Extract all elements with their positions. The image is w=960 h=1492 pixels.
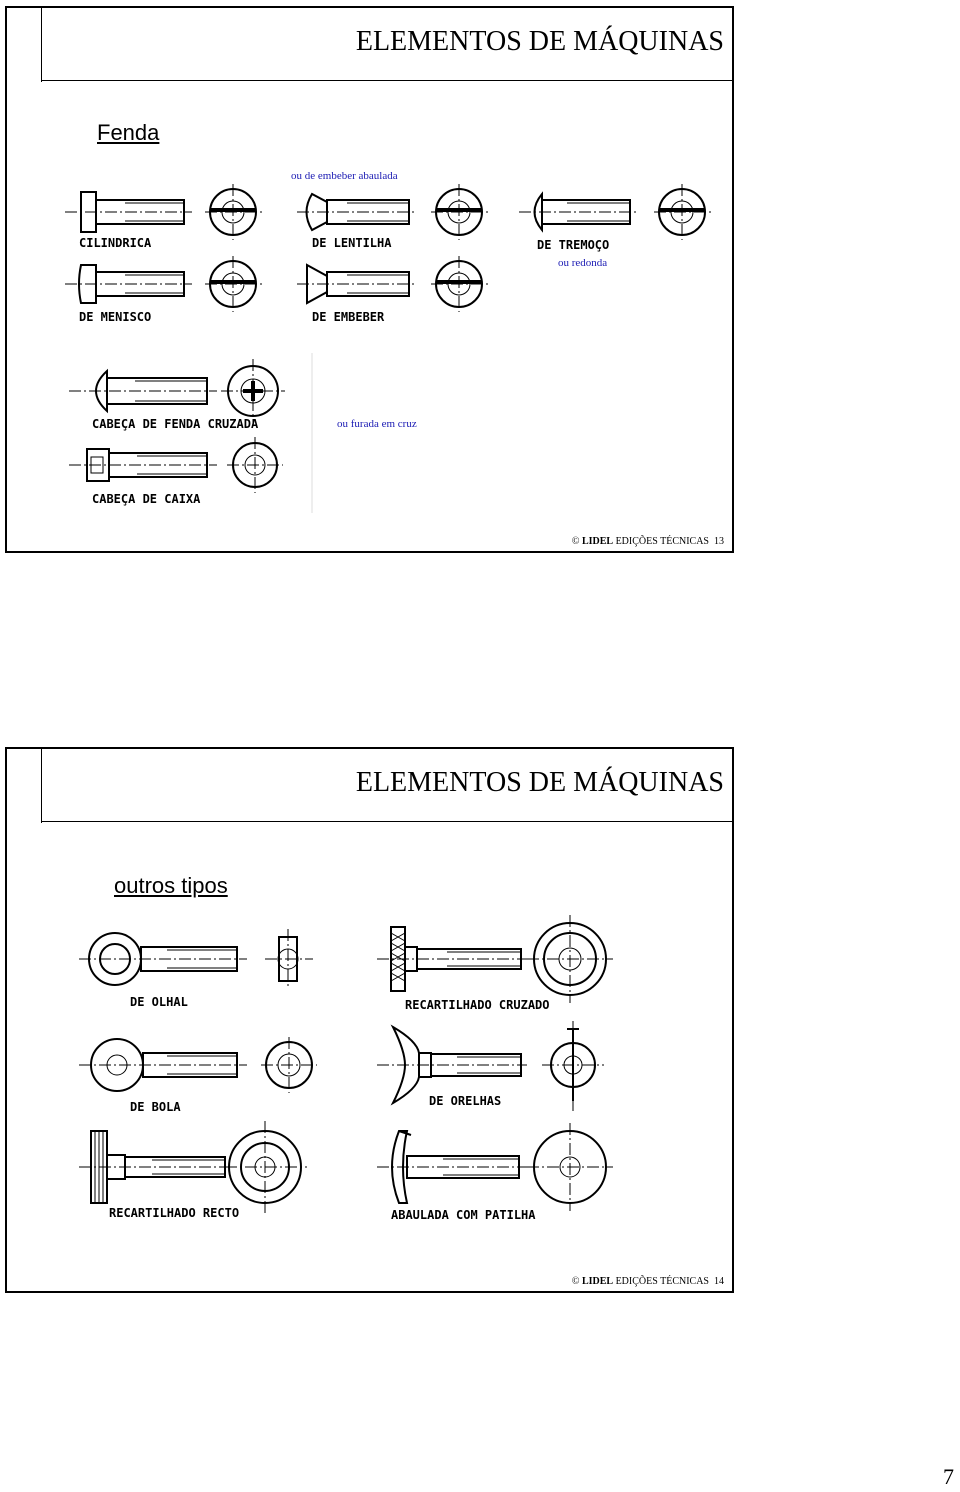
slide-title: ELEMENTOS DE MÁQUINAS [355, 767, 724, 798]
screw-embeber: DE EMBEBER [297, 256, 489, 324]
screw-lentilha: DE LENTILHA [297, 184, 489, 250]
label-rec-cruzado: RECARTILHADO CRUZADO [405, 998, 550, 1012]
label-bola: DE BOLA [130, 1100, 181, 1114]
screw-rec-recto: RECARTILHADO RECTO [79, 1121, 307, 1220]
label-caixa: CABEÇA DE CAIXA [92, 492, 201, 506]
label-rec-recto: RECARTILHADO RECTO [109, 1206, 239, 1220]
title-rule-vertical [41, 8, 42, 82]
label-fenda-cruzada: CABEÇA DE FENDA CRUZADA [92, 417, 259, 431]
screw-patilha: ABAULADA COM PATILHA [377, 1123, 613, 1222]
screw-drawings-fenda: CILINDRICA DE LENTILHA DE TREMOÇO [65, 184, 712, 513]
screw-drawings-outros: DE OLHAL RECARTILHADO CRUZADO DE BOLA [79, 915, 613, 1222]
slide-footer: © LIDEL EDIÇÕES TÉCNICAS 13 [571, 536, 724, 547]
label-embeber: DE EMBEBER [312, 310, 385, 324]
screw-menisco: DE MENISCO [65, 256, 263, 324]
label-olhal: DE OLHAL [130, 995, 188, 1009]
footer-text: EDIÇÕES TÉCNICAS [615, 536, 709, 547]
note-cruz: ou furada em cruz [337, 418, 417, 430]
label-orelhas: DE ORELHAS [429, 1094, 501, 1108]
screw-bola: DE BOLA [79, 1037, 317, 1114]
footer-page: 14 [714, 1276, 724, 1287]
label-lentilha: DE LENTILHA [312, 236, 392, 250]
slide-14: ELEMENTOS DE MÁQUINAS outros tipos DE OL… [5, 747, 734, 1293]
screw-caixa: CABEÇA DE CAIXA [69, 437, 283, 506]
section-heading: outros tipos [114, 873, 228, 898]
title-rule-horizontal [41, 80, 732, 81]
screw-rec-cruzado: RECARTILHADO CRUZADO [377, 915, 613, 1012]
slide-footer: © LIDEL EDIÇÕES TÉCNICAS 14 [571, 1276, 724, 1287]
screw-orelhas: DE ORELHAS [377, 1021, 604, 1111]
label-menisco: DE MENISCO [79, 310, 151, 324]
note-redonda: ou redonda [558, 257, 608, 269]
title-rule-vertical [41, 749, 42, 823]
label-cilindrica: CILINDRICA [79, 236, 152, 250]
screw-cilindrica: CILINDRICA [65, 184, 263, 250]
page-number: 7 [943, 1464, 954, 1489]
footer-brand: LIDEL [581, 1276, 614, 1287]
slide-13: ELEMENTOS DE MÁQUINAS Fenda ou de embebe… [5, 6, 734, 553]
screw-olhal: DE OLHAL [79, 929, 313, 1009]
footer-page: 13 [714, 536, 724, 547]
footer-text: EDIÇÕES TÉCNICAS [615, 1276, 709, 1287]
label-patilha: ABAULADA COM PATILHA [391, 1208, 536, 1222]
label-tremoco: DE TREMOÇO [537, 238, 609, 252]
section-heading: Fenda [97, 120, 160, 145]
screw-tremoco: DE TREMOÇO [519, 184, 712, 252]
note-embeber: ou de embeber abaulada [291, 170, 398, 182]
screw-fenda-cruzada: CABEÇA DE FENDA CRUZADA [69, 359, 285, 431]
footer-brand: LIDEL [581, 536, 614, 547]
slide-title: ELEMENTOS DE MÁQUINAS [355, 26, 724, 57]
title-rule-horizontal [41, 821, 732, 822]
